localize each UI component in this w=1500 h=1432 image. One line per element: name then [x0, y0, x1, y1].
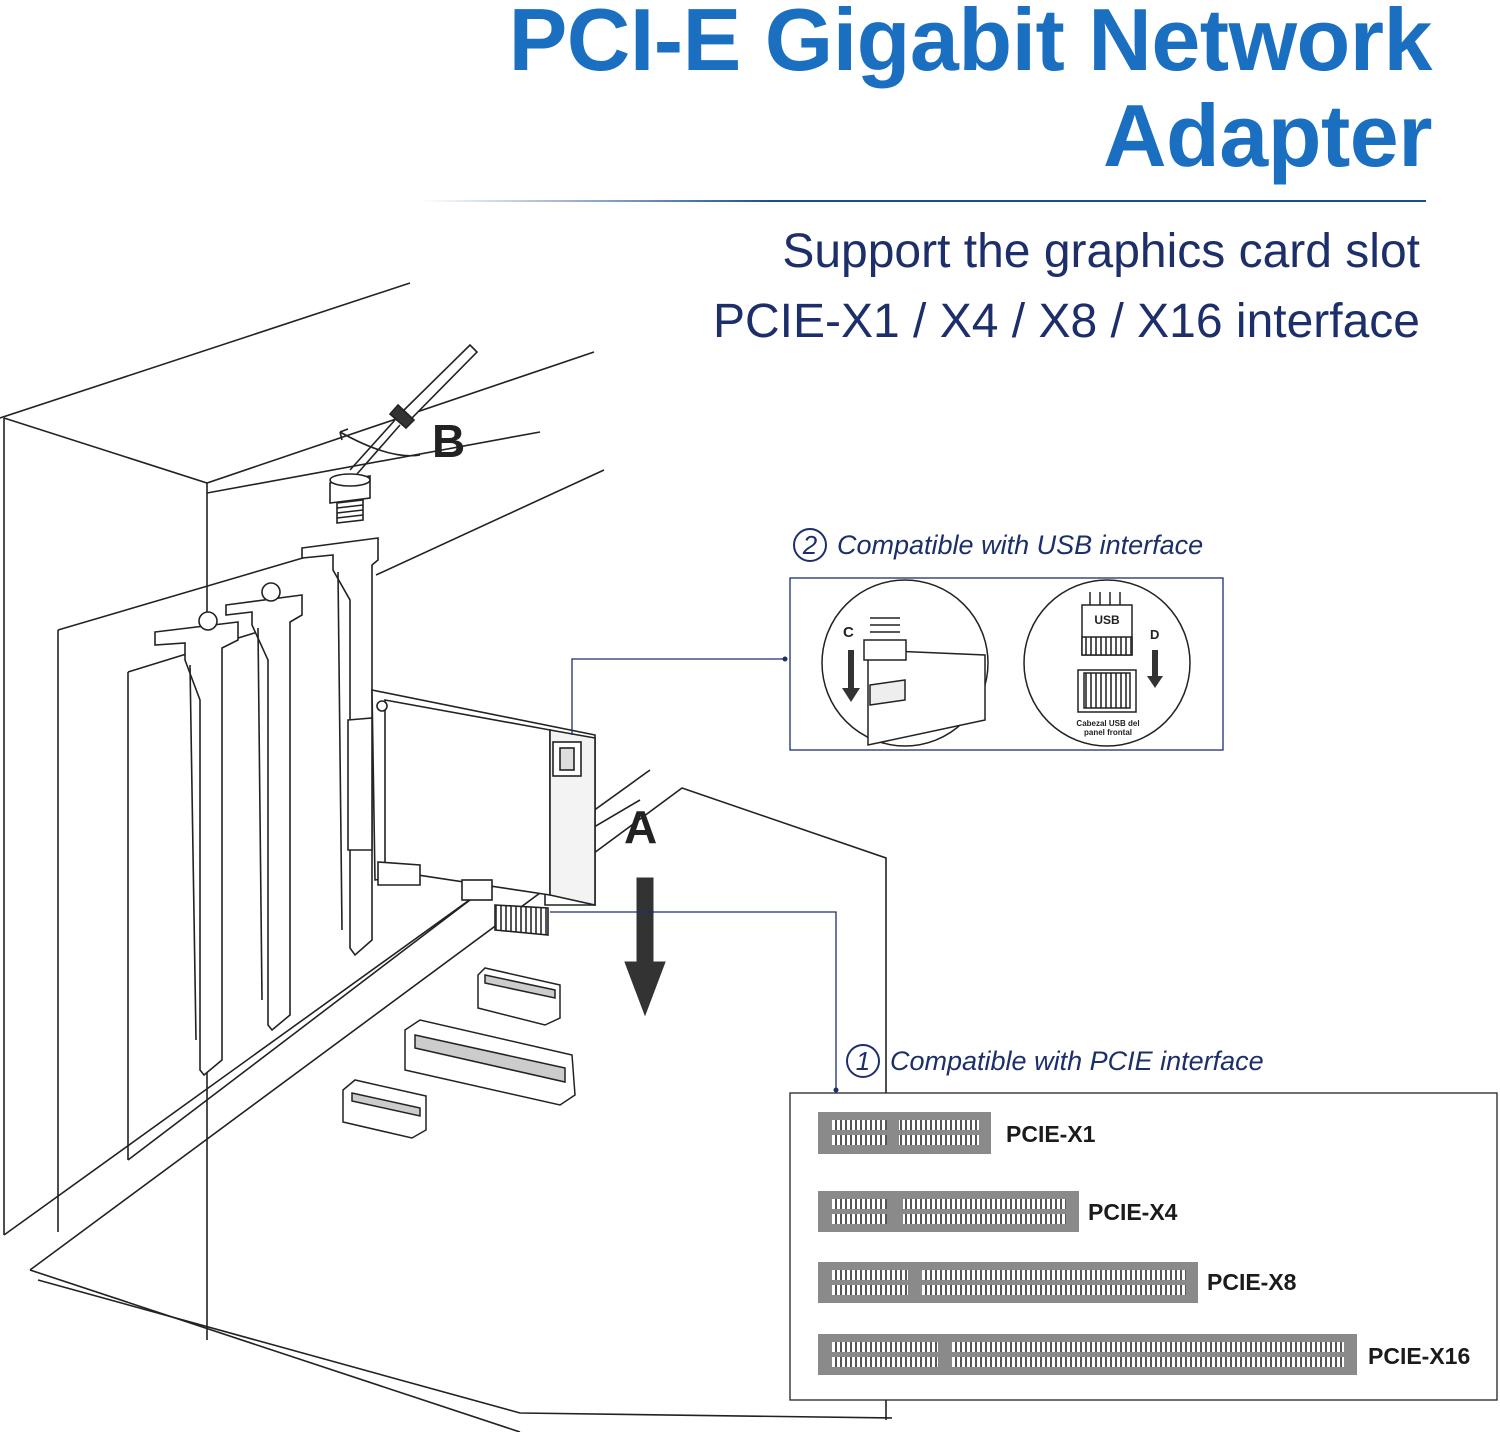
screw: [329, 473, 371, 524]
pci-bracket-2: [225, 582, 303, 1032]
usb-header-circle: [1023, 579, 1191, 747]
insert-arrow: [624, 877, 666, 1017]
title-line-1: PCI-E Gigabit Network: [508, 0, 1433, 89]
pci-bracket-1: [154, 611, 239, 1077]
pcie-callout-heading: 1 Compatible with PCIE interface: [846, 1044, 1264, 1078]
screwdriver: [339, 343, 479, 475]
pcie-x1-slot: [818, 1112, 991, 1154]
step-a-label: A: [624, 801, 658, 853]
usb-cable-circle: [821, 579, 989, 747]
motherboard-slot-short: [477, 967, 561, 1026]
usb-leader-dot: [782, 656, 788, 662]
motherboard-slot-long: [404, 1019, 576, 1106]
title-divider: [420, 200, 1426, 202]
pcie-leader-dot: [833, 1087, 839, 1093]
title-line-2: Adapter: [1103, 86, 1433, 185]
usb-header-caption-1: Cabezal USB del: [1076, 719, 1140, 728]
usb-header-caption-2: panel frontal: [1083, 728, 1132, 737]
network-adapter-card: [347, 689, 596, 936]
pcie-callout-number: 1: [846, 1044, 880, 1078]
pcie-x4-label: PCIE-X4: [1088, 1199, 1178, 1225]
usb-header-text: USB: [1094, 613, 1120, 627]
usb-callout-number: 2: [793, 528, 827, 562]
step-b-label: B: [432, 415, 466, 467]
pcie-callout-title: Compatible with PCIE interface: [890, 1045, 1264, 1076]
usb-callout-title: Compatible with USB interface: [837, 529, 1204, 560]
pcie-x8-slot: [818, 1262, 1198, 1303]
pcie-x4-slot: [818, 1191, 1079, 1232]
pcie-x1-label: PCIE-X1: [1006, 1121, 1096, 1147]
pcie-x8-label: PCIE-X8: [1207, 1269, 1297, 1295]
leader-lines: [550, 658, 837, 1090]
pcie-x16-label: PCIE-X16: [1368, 1343, 1471, 1369]
pcie-x16-slot: [818, 1334, 1357, 1375]
motherboard-slot-small: [342, 1079, 427, 1139]
subtitle-line-1: Support the graphics card slot: [782, 225, 1420, 278]
step-d-label: D: [1150, 627, 1160, 642]
subtitle-line-2: PCIE-X1 / X4 / X8 / X16 interface: [712, 295, 1420, 348]
usb-callout-heading: 2 Compatible with USB interface: [793, 528, 1203, 562]
step-c-label: C: [843, 624, 854, 641]
